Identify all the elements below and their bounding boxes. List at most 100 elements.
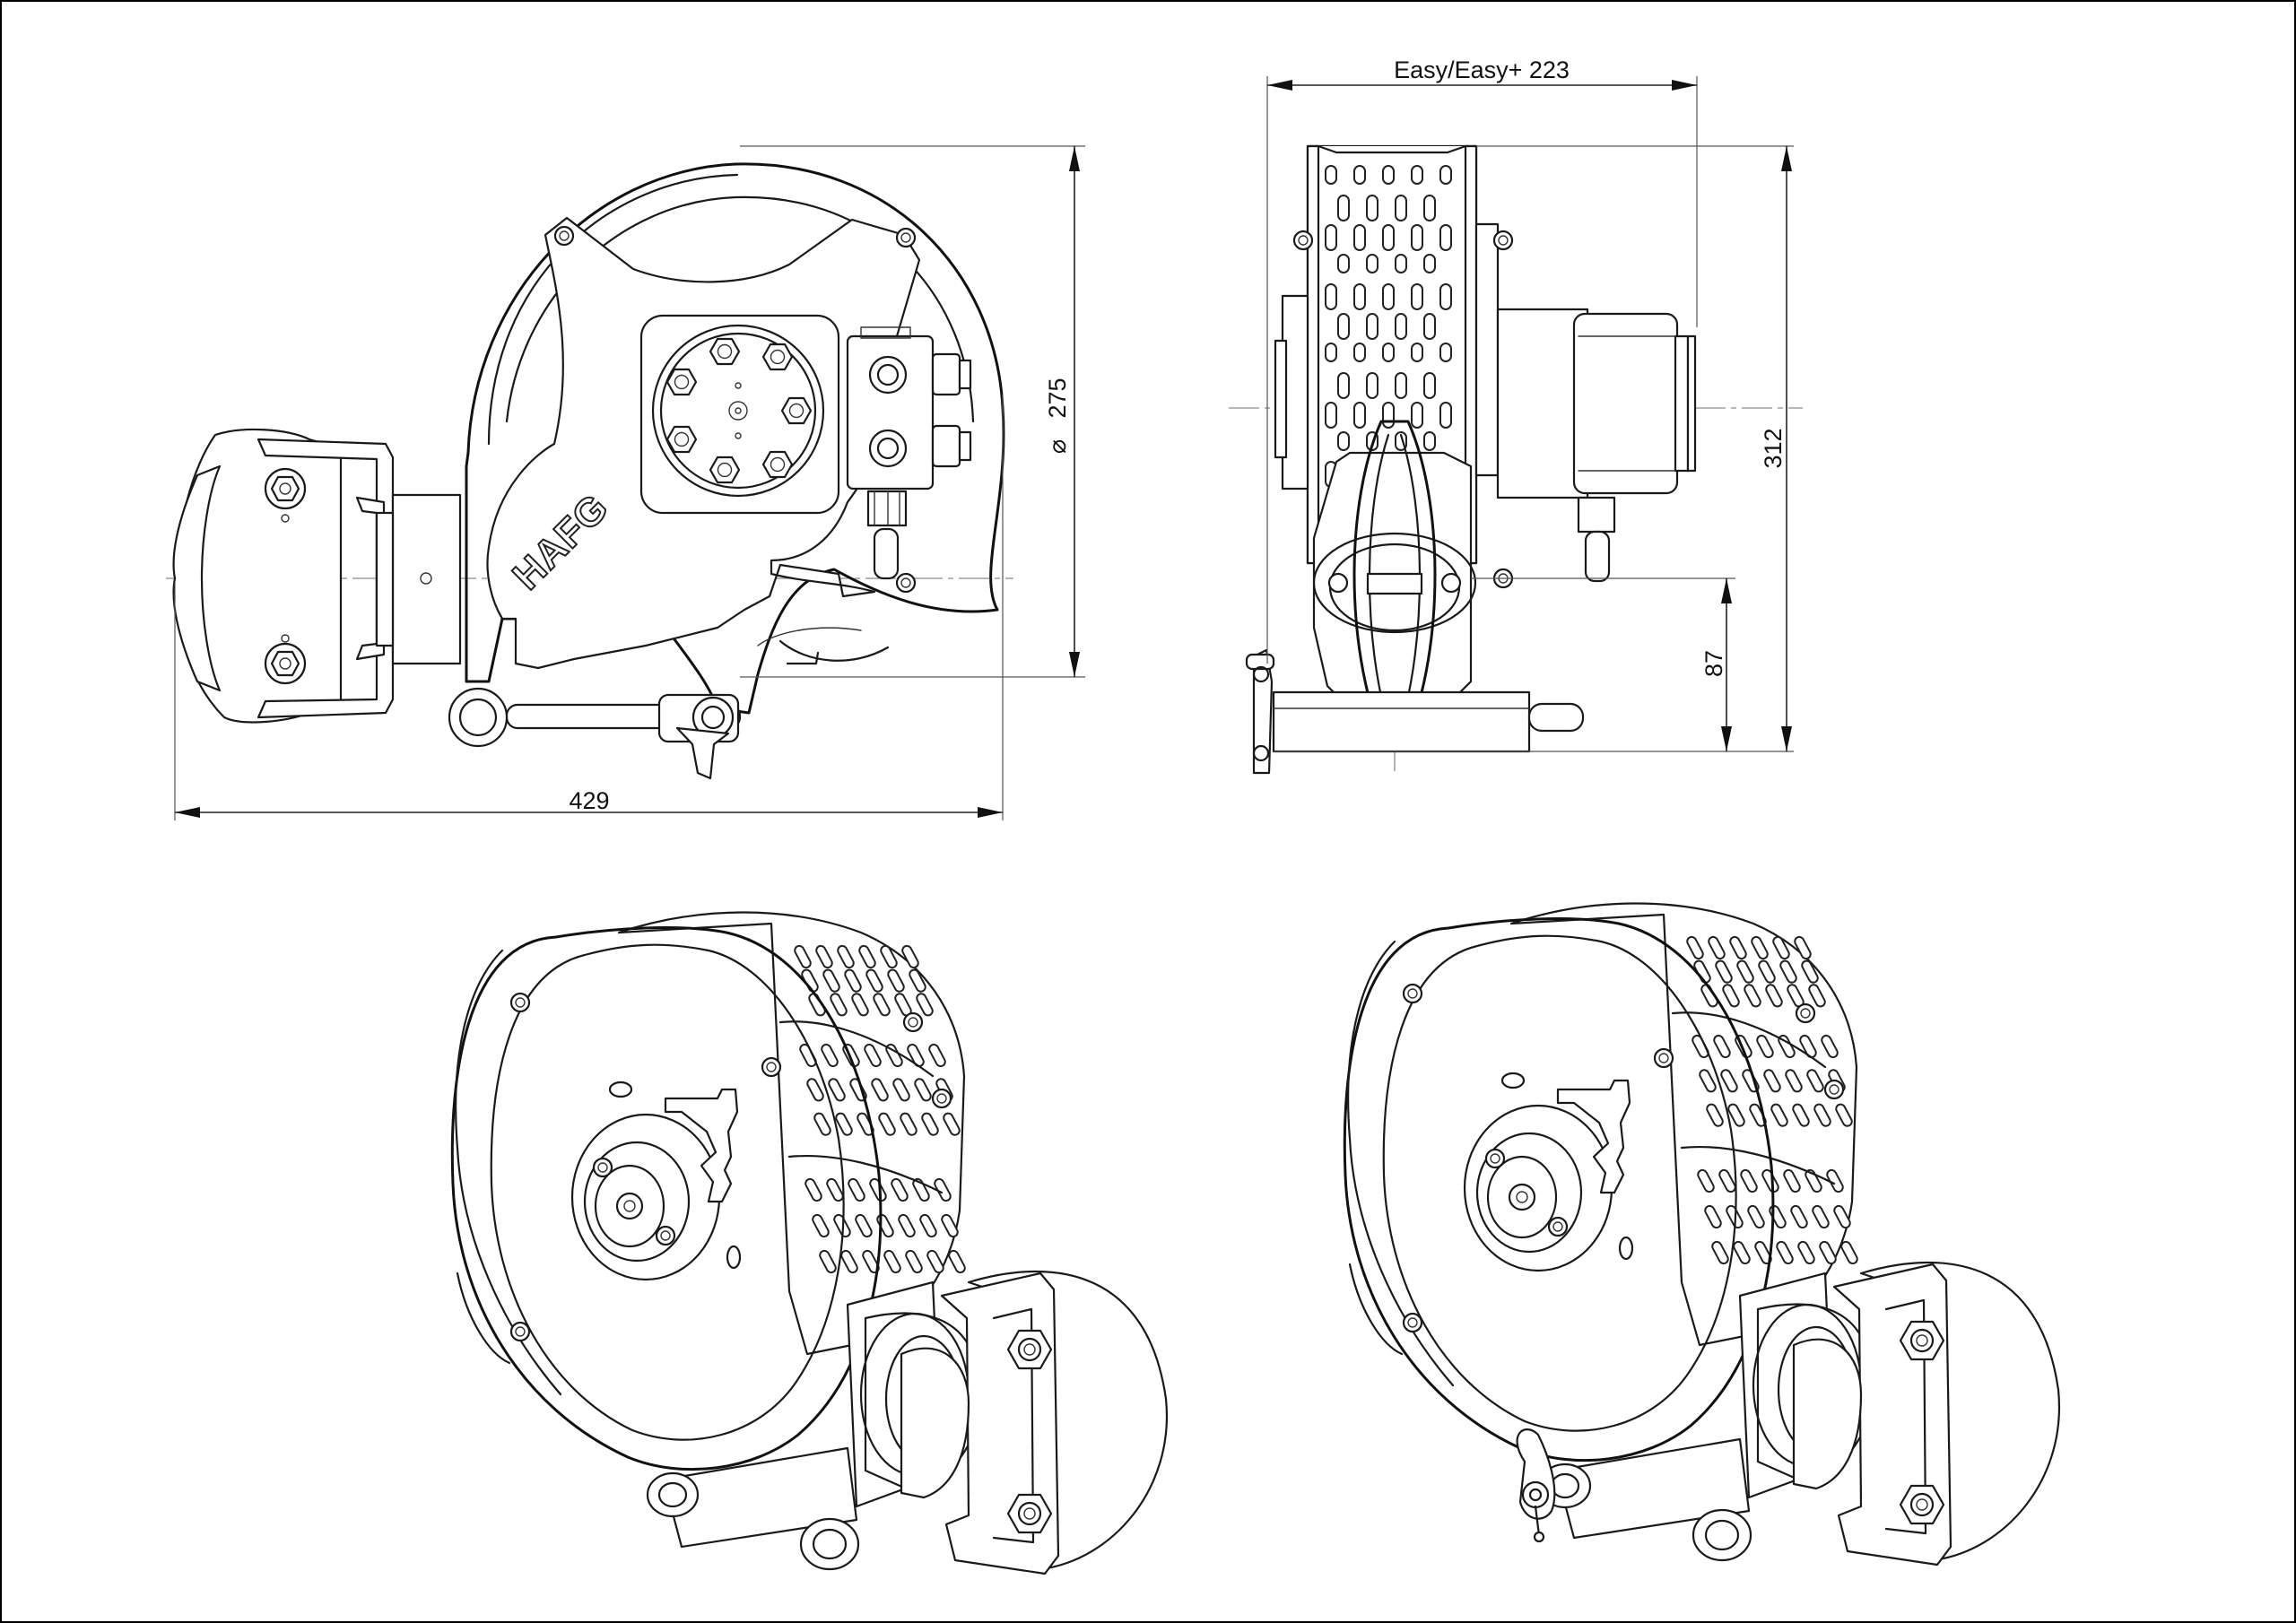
perforation-slot <box>1439 402 1452 429</box>
dimension-label-width: Easy/Easy+ 223 <box>1394 56 1570 83</box>
perforation-slot <box>1395 372 1407 399</box>
perforation-slot <box>1337 254 1350 273</box>
perforation-slot <box>864 1043 882 1068</box>
perforation-slot <box>858 944 876 969</box>
perforation-slot <box>1325 224 1337 251</box>
side-view: Easy/Easy+ 223 312 87 <box>1229 56 1803 775</box>
perforation-slot <box>1353 402 1366 429</box>
perforation-slot <box>830 993 848 1017</box>
perforation-slot <box>1366 254 1378 273</box>
pin-lock <box>1516 1428 1556 1543</box>
perforation-slot <box>1337 372 1350 399</box>
perforation-slot <box>819 1249 837 1274</box>
perforation-slot <box>878 1112 896 1136</box>
perforation-slot <box>821 1043 839 1068</box>
perforation-slot <box>1353 224 1366 251</box>
motor <box>1496 308 1697 583</box>
perforation-slot <box>1337 195 1350 221</box>
perforation-slot <box>892 1078 910 1102</box>
dimension-label-diameter: 275 <box>1044 378 1071 418</box>
perforation-slot <box>898 1213 916 1238</box>
perforation-slot <box>1382 224 1395 251</box>
perforation-slot <box>905 1249 923 1274</box>
diameter-symbol: ⌀ <box>1044 439 1071 454</box>
valve-block <box>846 326 972 580</box>
perforation-slot <box>865 968 883 993</box>
perforation-slot <box>835 1112 853 1136</box>
perforation-slot <box>909 968 926 993</box>
perforation-slot <box>794 944 812 969</box>
dimension-drum-diameter: ⌀ 275 <box>740 145 1085 678</box>
perforation-slot <box>869 1177 887 1202</box>
drum-slots <box>794 944 966 1274</box>
perforation-slot <box>1439 224 1452 251</box>
perforation-slot <box>914 1078 932 1102</box>
perforation-slot <box>1325 283 1337 310</box>
perforation-slot <box>840 1249 858 1274</box>
perforation-slot <box>873 993 891 1017</box>
perforation-slot <box>1337 313 1350 340</box>
perforation-slot <box>871 1078 889 1102</box>
sheave <box>1312 420 1477 737</box>
perforation-slot <box>1325 165 1337 185</box>
perforation-slot <box>901 944 919 969</box>
dimension-label-length: 429 <box>569 787 609 814</box>
perforation-slot <box>1382 165 1395 185</box>
perforation-slot <box>921 1112 939 1136</box>
perforation-slot <box>848 1177 865 1202</box>
perforation-slot <box>1325 402 1337 429</box>
perforation-slot <box>822 968 840 993</box>
locking-pin <box>448 687 742 780</box>
perforation-slot <box>1439 343 1452 362</box>
perforation-slot <box>1395 254 1407 273</box>
perforation-slot <box>891 1177 909 1202</box>
perforation-slot <box>1411 283 1423 310</box>
perforation-slot <box>1395 313 1407 340</box>
perforation-slot <box>1353 165 1366 185</box>
perforation-slot <box>916 993 934 1017</box>
dimension-width: Easy/Easy+ 223 <box>1266 56 1698 664</box>
perforation-slot <box>900 1112 918 1136</box>
perforation-slot <box>837 944 855 969</box>
perforation-slot <box>1337 431 1350 451</box>
perforation-slot <box>844 968 862 993</box>
perforation-slot <box>812 1213 830 1238</box>
perforation-slot <box>1366 313 1378 340</box>
perforation-slot <box>1439 283 1452 310</box>
perforation-slot <box>1366 195 1378 221</box>
perforation-slot <box>1411 343 1423 362</box>
perforation-slot <box>883 1249 901 1274</box>
perforation-slot <box>1353 343 1366 362</box>
perforation-slot <box>1382 283 1395 310</box>
isometric-view-2 <box>1344 904 2059 1566</box>
perforation-slot <box>941 1213 959 1238</box>
perforation-slot <box>851 993 869 1017</box>
perforation-slot <box>1411 402 1423 429</box>
front-view: HAFG <box>166 145 1085 820</box>
perforation-slot <box>1325 343 1337 362</box>
isometric-view-1 <box>450 911 1169 1575</box>
perforation-slot <box>907 1043 925 1068</box>
perforation-slot <box>1353 283 1366 310</box>
dimension-overall-length: 429 <box>174 395 1004 820</box>
perforation-slot <box>919 1213 937 1238</box>
perforation-slot <box>855 1213 873 1238</box>
perforation-slot <box>804 1177 822 1202</box>
perforation-slot <box>1382 402 1395 429</box>
perforation-slot <box>880 944 898 969</box>
perforation-slot <box>928 1043 946 1068</box>
perforation-slot <box>1411 165 1423 185</box>
perforation-slot <box>926 1249 944 1274</box>
perforation-slot <box>826 1177 844 1202</box>
motor-flange <box>639 314 840 515</box>
perforation-slot <box>1423 195 1436 221</box>
perforation-slot <box>1382 343 1395 362</box>
perforation-slot <box>948 1249 966 1274</box>
perforation-slot <box>1423 313 1436 340</box>
dimension-label-height: 312 <box>1760 428 1787 468</box>
perforation-slot <box>1423 431 1436 451</box>
perforation-slot <box>1395 195 1407 221</box>
perforation-slot <box>943 1112 961 1136</box>
anchor-plate <box>172 428 462 724</box>
